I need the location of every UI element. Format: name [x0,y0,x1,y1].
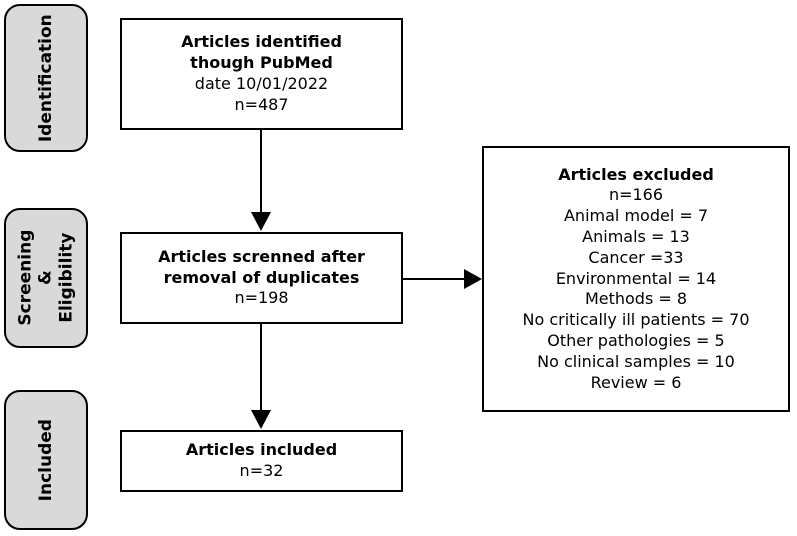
excluded-reason: No critically ill patients = 70 [522,310,750,330]
box-included: Articles included n=32 [120,430,403,492]
excluded-reason: Animal model = 7 [563,206,709,226]
box-excluded: Articles excluded n=166 Animal model = 7… [482,146,790,412]
excluded-reason: Methods = 8 [584,289,688,309]
box-included-count: n=32 [239,461,284,480]
excluded-reason: Review = 6 [590,372,682,392]
arrowhead-down [251,410,271,429]
box-screened-count: n=198 [234,288,289,308]
phase-screening-eligibility: Screening & Eligibility [4,208,88,348]
excluded-reason: Environmental = 14 [555,268,717,288]
excluded-reason: Cancer =33 [588,247,684,267]
box-screened-title: Articles screnned after removal of dupli… [158,246,365,287]
arrowhead-down [251,212,271,231]
box-included-title: Articles included [185,440,338,460]
box-identified-date: date 10/01/2022 [194,74,329,93]
box-excluded-count: n=166 [608,185,664,205]
excluded-reason: Animals = 13 [582,227,690,246]
box-identified: Articles identified though PubMed date 1… [120,18,403,130]
box-identified-count: n=487 [234,94,289,114]
box-identified-title: Articles identified though PubMed [181,32,342,73]
excluded-reason: No clinical samples = 10 [537,351,735,371]
phase-identification: Identification [4,4,88,152]
box-screened: Articles screnned after removal of dupli… [120,232,403,324]
box-excluded-title: Articles excluded [558,164,714,184]
phase-included: Included [4,390,88,530]
arrowhead-right [464,269,482,289]
excluded-reason: Other pathologies = 5 [547,330,725,350]
